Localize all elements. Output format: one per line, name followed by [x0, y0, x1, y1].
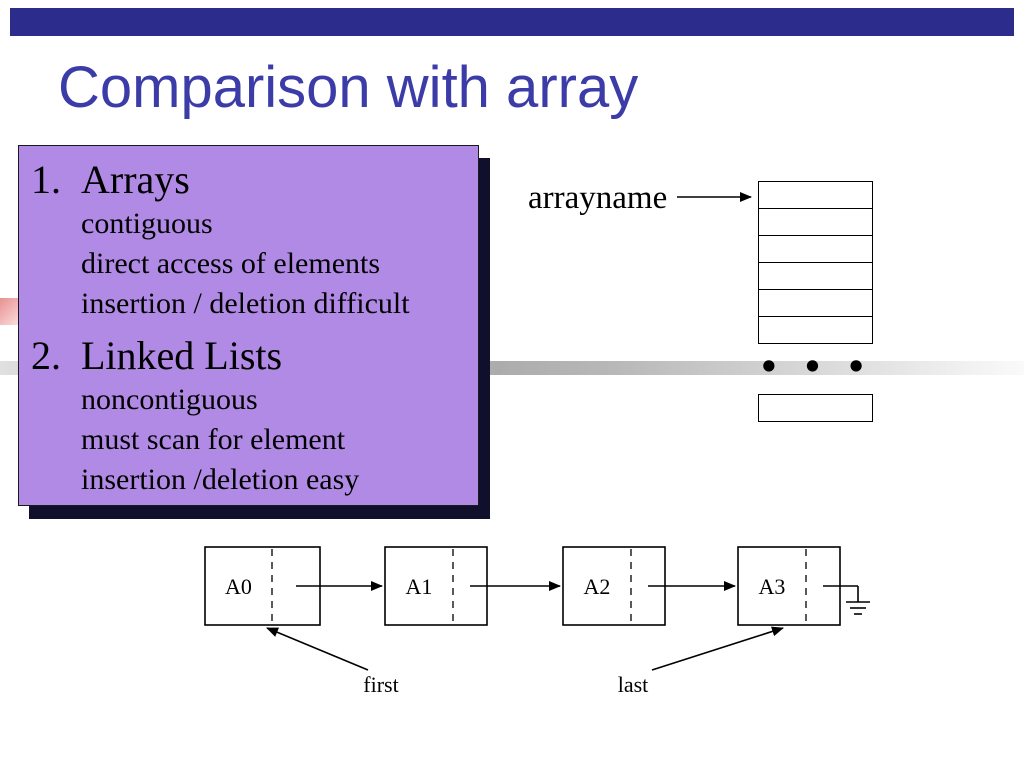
top-accent-bar — [10, 8, 1014, 36]
comparison-item-heading-row: 1. Arrays — [31, 156, 472, 204]
item-detail: noncontiguous — [81, 383, 258, 416]
node-label: A3 — [759, 574, 786, 599]
item-detail: direct access of elements — [81, 247, 381, 280]
array-cell — [758, 235, 873, 263]
left-accent-bar — [0, 298, 18, 325]
item-heading: Arrays — [81, 157, 190, 202]
array-cell-bottom — [758, 394, 873, 422]
array-cell — [758, 289, 873, 317]
array-cell — [758, 181, 873, 209]
comparison-list-box: 1. Arrays contiguous direct access of eleme… — [18, 145, 479, 506]
comparison-item: 2. Linked Lists noncontiguous must scan for… — [31, 332, 472, 500]
last-arrow — [651, 626, 784, 671]
array-cell — [758, 394, 873, 422]
comparison-list: 1. Arrays contiguous direct access of eleme… — [19, 146, 478, 500]
list-node-box — [384, 546, 488, 626]
node-label: A0 — [225, 574, 252, 599]
slide-title: Comparison with array — [58, 55, 639, 120]
arrayname-label: arrayname — [528, 180, 668, 216]
item-number: 1. — [31, 157, 61, 202]
list-node-box — [737, 546, 841, 626]
item-number: 2. — [31, 333, 61, 378]
item-detail: insertion /deletion easy — [81, 463, 360, 496]
node-label: A1 — [406, 574, 433, 599]
node-label: A2 — [584, 574, 611, 599]
item-detail: contiguous — [81, 207, 213, 240]
array-cell — [758, 262, 873, 290]
first-arrow — [266, 627, 369, 671]
item-detail: must scan for element — [81, 423, 346, 456]
array-cell — [758, 316, 873, 344]
comparison-item-heading-row: 2. Linked Lists — [31, 332, 472, 380]
list-node-box — [204, 546, 321, 626]
linked-list-diagram: A0 A1 A2 A3 first last — [204, 546, 870, 697]
comparison-item: 1. Arrays contiguous direct access of eleme… — [31, 156, 472, 324]
item-detail: insertion / deletion difficult — [81, 287, 410, 320]
last-label: last — [618, 672, 649, 697]
list-node-box — [562, 546, 666, 626]
array-cells-top — [758, 181, 873, 344]
ellipsis-dots: • • • — [758, 348, 873, 386]
array-cell — [758, 208, 873, 236]
first-label: first — [363, 672, 398, 697]
item-heading: Linked Lists — [81, 333, 283, 378]
